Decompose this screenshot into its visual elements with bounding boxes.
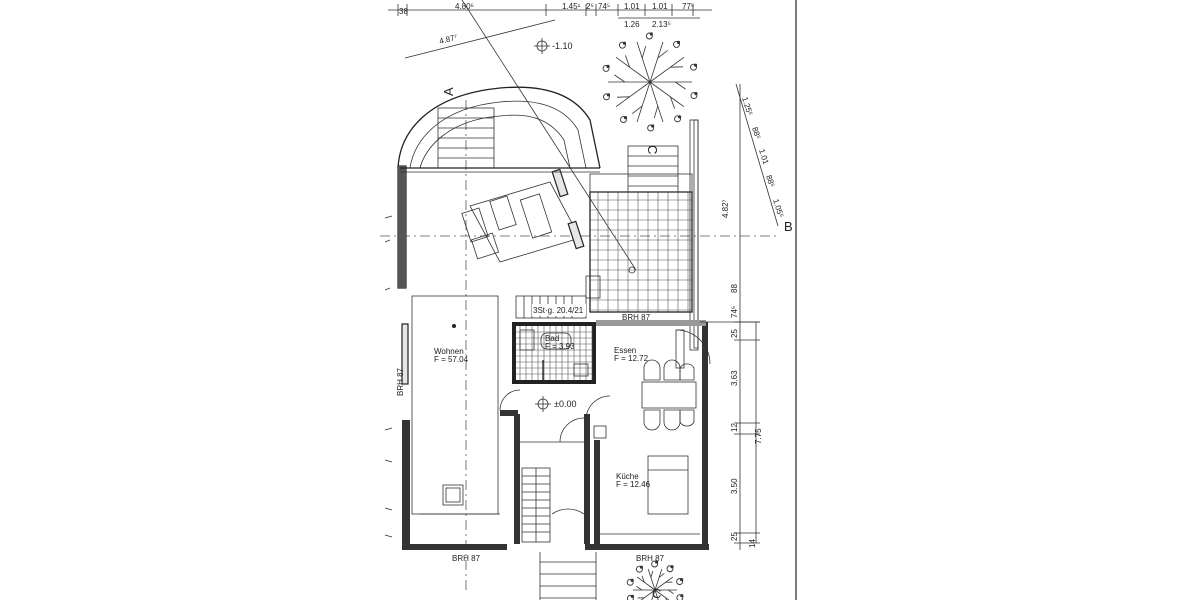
boundary-wall-right (690, 120, 698, 350)
brh-bottom-right: BRH 87 (636, 554, 665, 563)
interior-stair (522, 468, 584, 542)
room-kueche-area: F = 12.46 (616, 480, 651, 489)
dim-top-1: 38 (399, 7, 408, 16)
sightline (462, 0, 636, 270)
brh-top: BRH 87 (622, 313, 651, 322)
retaining-wall (398, 87, 600, 168)
room-kueche: Küche F = 12.46 (594, 440, 700, 544)
terrace-seating (462, 169, 584, 262)
section-c-label-bottom: C (652, 586, 661, 600)
entry-stairs-bottom (540, 552, 596, 600)
room-wohnen-area: F = 57.04 (434, 355, 469, 364)
section-c-label: C (645, 145, 660, 154)
dim-top-10: 2.13⁵ (652, 20, 671, 29)
dim-right-7: 25 (730, 532, 739, 541)
right-dimension-chain-diagonal: 1.25⁵ 88⁵ 1.01 88⁵ 1.05⁵ (736, 84, 785, 226)
section-b-label: B (784, 219, 793, 234)
room-bad-area: F = 3.93 (545, 342, 575, 351)
dim-right-5: 12 (730, 423, 739, 432)
dim-top-8: 77⁵ (682, 2, 694, 11)
dim-right-3: 25 (730, 329, 739, 338)
room-essen-area: F = 12.72 (614, 354, 649, 363)
dim-right-d5: 1.05⁵ (771, 198, 785, 219)
dim-top-9: 1.26 (624, 20, 640, 29)
section-line-c: C C (645, 145, 661, 600)
terrace-outline (586, 146, 692, 312)
dim-right-1: 88 (730, 284, 739, 293)
section-a-label: A (441, 87, 456, 96)
dim-top-3: 1.45¹ (562, 2, 581, 11)
room-wohnen: Wohnen F = 57.04 (412, 296, 500, 514)
dim-diagonal: 4.87⁷ (438, 33, 458, 46)
terrain-hatching (385, 216, 392, 537)
brh-side: BRH 87 (396, 367, 405, 396)
room-essen: Essen F = 12.72 (614, 330, 710, 430)
stair-label: 3St·g. 20.4/21 (533, 306, 584, 315)
dim-right-2: 74⁵ (730, 306, 739, 318)
section-line-b: B (380, 219, 793, 236)
dim-right-6: 3.50 (730, 478, 739, 494)
stair-landing: 3St·g. 20.4/21 (516, 296, 586, 318)
brh-bottom-left: BRH 87 (452, 554, 481, 563)
dim-top-7: 1.01 (652, 2, 668, 11)
diagonal-dimension: 4.87⁷ (405, 20, 555, 58)
level-top-label: -1.10 (552, 41, 573, 51)
dim-right-total-top: 4.82⁷ (721, 199, 730, 218)
dim-top-6: 1.01 (624, 2, 640, 11)
dim-right-total: 7.75 (754, 428, 763, 444)
dim-right-4: 3.63 (730, 370, 739, 386)
dim-top-5: 74⁵ (598, 2, 610, 11)
section-line-a: A (441, 87, 466, 590)
outdoor-stairs-top (438, 108, 494, 168)
room-bad: Bad F = 3.93 (514, 324, 594, 382)
level-main-label: ±0.00 (554, 399, 576, 409)
right-dimension-chain: 4.82⁷ 88 74⁵ 25 3.63 12 3.50 25 14 7.75 (700, 84, 763, 550)
level-marker-top: -1.10 (534, 38, 573, 54)
top-dimension-chain: 38 4.80⁶ 1.45¹ 2⁵ 74⁵ 1.01 1.01 77⁵ 1.26… (388, 2, 712, 29)
entry-hall: ±0.00 (500, 390, 610, 544)
tree-top (603, 32, 697, 131)
tiled-terrace (590, 192, 692, 312)
dim-top-4: 2⁵ (586, 2, 594, 11)
